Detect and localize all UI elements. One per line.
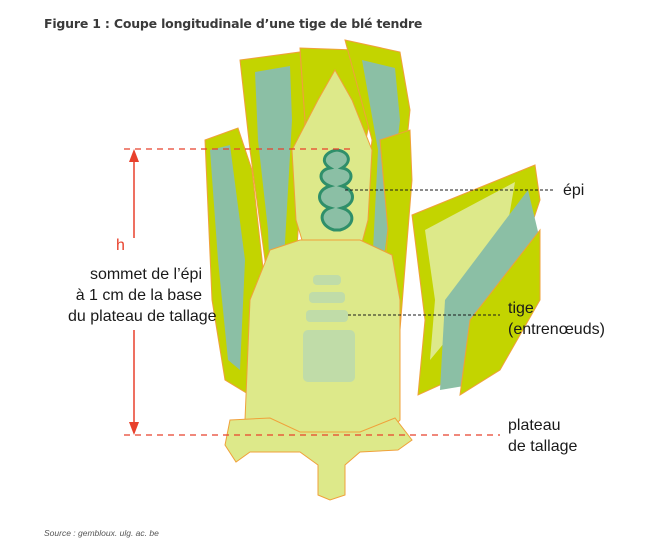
height-description-line-3: du plateau de tallage [68,308,217,325]
tillering-node [224,417,413,501]
leader-lines [345,189,555,316]
epi-label: épi [563,182,585,199]
stem-body [244,239,401,441]
internode-4 [303,330,355,382]
plateau-label-line-1: plateau [508,417,561,434]
plateau-label-line-2: de tallage [508,438,578,455]
internode-1 [313,275,341,285]
internode-2 [309,292,345,303]
figure-title: Figure 1 : Coupe longitudinale d’une tig… [44,16,423,31]
tige-label: tige (entrenœuds) [508,298,605,340]
height-description: sommet de l’épi à 1 cm de la base du pla… [68,264,217,327]
internode-3 [306,310,348,322]
height-description-line-2: à 1 cm de la base [75,287,202,304]
arrow-head-down [129,422,139,435]
tige-label-line-2: (entrenœuds) [508,321,605,338]
plateau-label: plateau de tallage [508,415,577,457]
height-measure [124,148,500,436]
height-symbol: h [116,237,125,254]
tige-label-line-1: tige [508,300,534,317]
height-description-line-1: sommet de l’épi [89,266,202,283]
leaf-sheaths [204,39,541,401]
source-note: Source : gembloux. ulg. ac. be [44,528,159,538]
spike [318,148,354,232]
arrow-head-up [129,149,139,162]
